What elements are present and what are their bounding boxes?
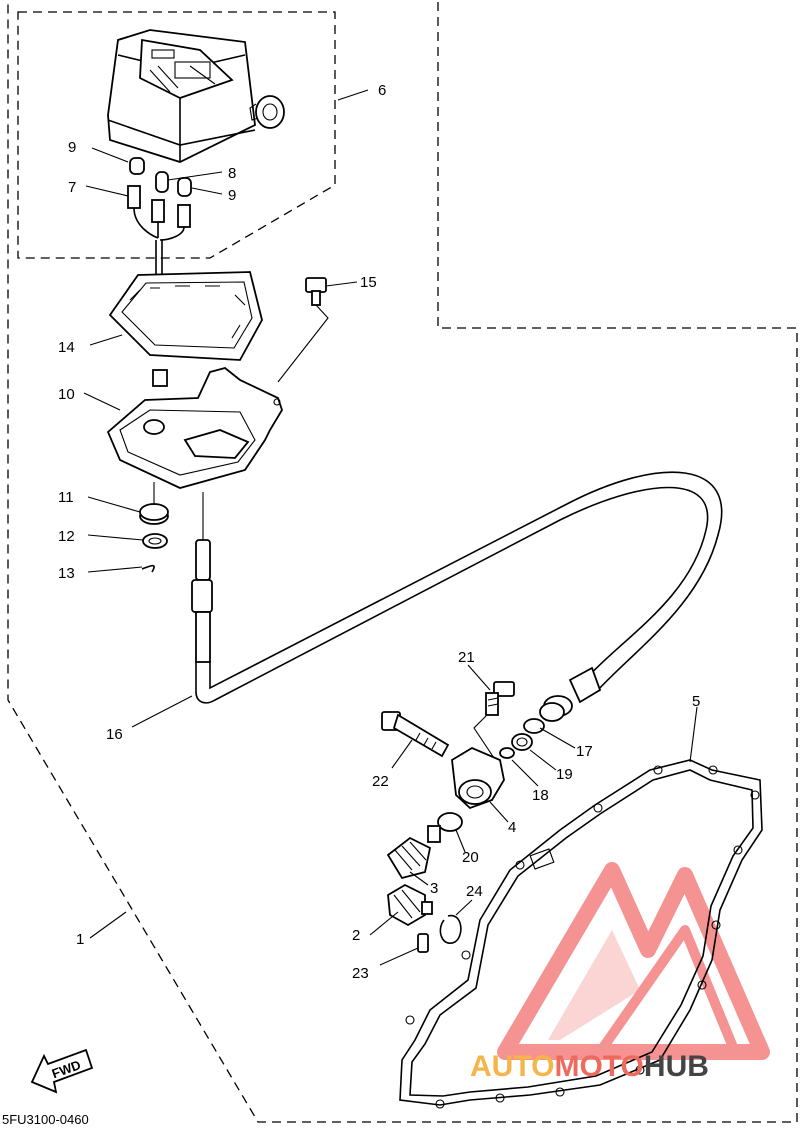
callout-10: 10	[58, 386, 75, 403]
callout-24: 24	[466, 883, 483, 900]
grommet-washer-clip	[139, 482, 169, 573]
gears-pin-circlip	[386, 825, 462, 953]
diagram-code: 5FU3100-0460	[2, 1112, 89, 1127]
watermark-auto: AUTO	[470, 1050, 554, 1083]
callout-7: 7	[68, 179, 76, 196]
callout-14: 14	[58, 339, 75, 356]
leader-lines	[83, 89, 698, 966]
callout-20: 20	[462, 849, 479, 866]
watermark-hub: HUB	[644, 1050, 709, 1083]
callout-15: 15	[360, 274, 377, 291]
speedometer-cable	[191, 471, 723, 722]
callout-19: 19	[556, 766, 573, 783]
watermark-text: AUTOMOTOHUB	[470, 1050, 709, 1083]
speedometer-head	[107, 29, 285, 163]
svg-text:AUTOMOTOHUB: AUTOMOTOHUB	[470, 1050, 709, 1083]
assembly-boundary	[7, 2, 798, 1123]
callout-11: 11	[58, 489, 74, 506]
callout-21: 21	[458, 649, 475, 666]
callout-2: 2	[352, 927, 360, 944]
callout-12: 12	[58, 528, 75, 545]
callout-3: 3	[430, 880, 438, 897]
callout-23: 23	[352, 965, 369, 982]
bolt-15	[277, 277, 329, 383]
callout-17: 17	[576, 743, 593, 760]
callout-4: 4	[508, 819, 516, 836]
callout-6: 6	[378, 82, 386, 99]
callout-9-second: 9	[228, 187, 236, 204]
watermark-logo	[497, 862, 770, 1060]
callout-labels: 6 9 8 7 9 15 14 10 11 12 13 21 5 16 17 1…	[58, 82, 700, 982]
callout-16: 16	[106, 726, 123, 743]
fwd-arrow: FWD	[30, 1048, 94, 1094]
callout-5: 5	[692, 693, 700, 710]
callout-1: 1	[76, 931, 84, 948]
meter-assembly-boundary	[17, 11, 336, 259]
callout-8: 8	[228, 165, 236, 182]
callout-18: 18	[532, 787, 549, 804]
watermark-moto: MOTO	[554, 1050, 643, 1083]
meter-frame	[108, 271, 263, 387]
callout-13: 13	[58, 565, 75, 582]
gear-housing-parts	[381, 681, 545, 832]
gasket	[399, 759, 763, 1109]
callout-22: 22	[372, 773, 389, 790]
callout-9: 9	[68, 139, 76, 156]
meter-cover	[106, 367, 283, 489]
